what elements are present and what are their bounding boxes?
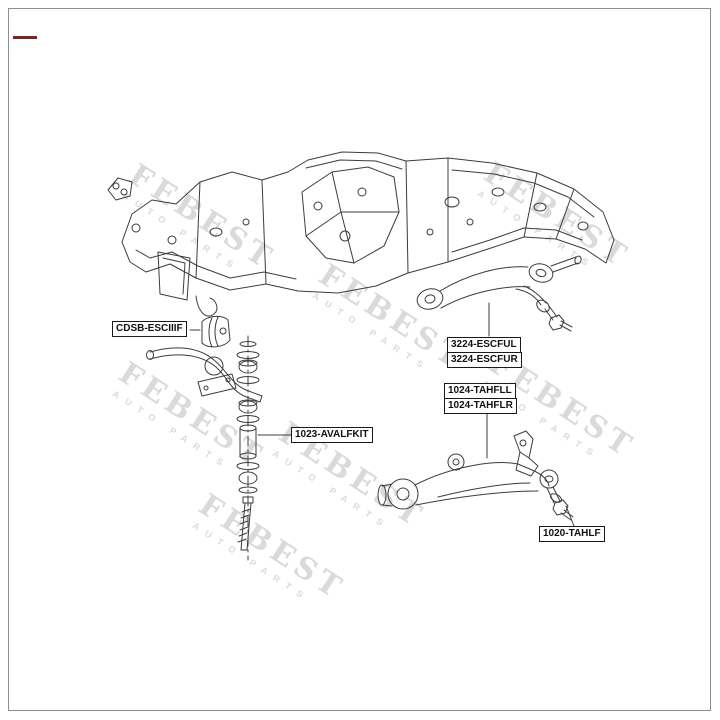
leader-lines (189, 302, 575, 527)
label-stabilizer-link-kit: 1023-AVALFKIT (291, 427, 373, 443)
page-border (8, 8, 711, 711)
label-lower-ball-joint: 1020-TAHLF (539, 526, 605, 542)
stabilizer-bushing-part (201, 315, 231, 348)
subframe-drawing (107, 151, 615, 317)
registration-mark (13, 36, 37, 39)
label-group-upper-arm: 3224-ESCFUL 3224-ESCFUR (447, 337, 522, 368)
label-stabilizer-bushing: CDSB-ESCIIIF (112, 321, 187, 337)
label-lower-arm-right: 1024-TAHFLR (444, 398, 517, 414)
label-group-lower-arm: 1024-TAHFLL 1024-TAHFLR (444, 383, 517, 414)
lower-control-arm-drawing (377, 430, 574, 521)
upper-control-arm-drawing (416, 255, 582, 332)
link-kit-stack (236, 335, 260, 561)
stabilizer-bar-drawing (146, 347, 263, 403)
label-lower-arm-left: 1024-TAHFLL (444, 383, 516, 399)
label-upper-arm-right: 3224-ESCFUR (447, 352, 522, 368)
label-upper-arm-left: 3224-ESCFUL (447, 337, 521, 353)
